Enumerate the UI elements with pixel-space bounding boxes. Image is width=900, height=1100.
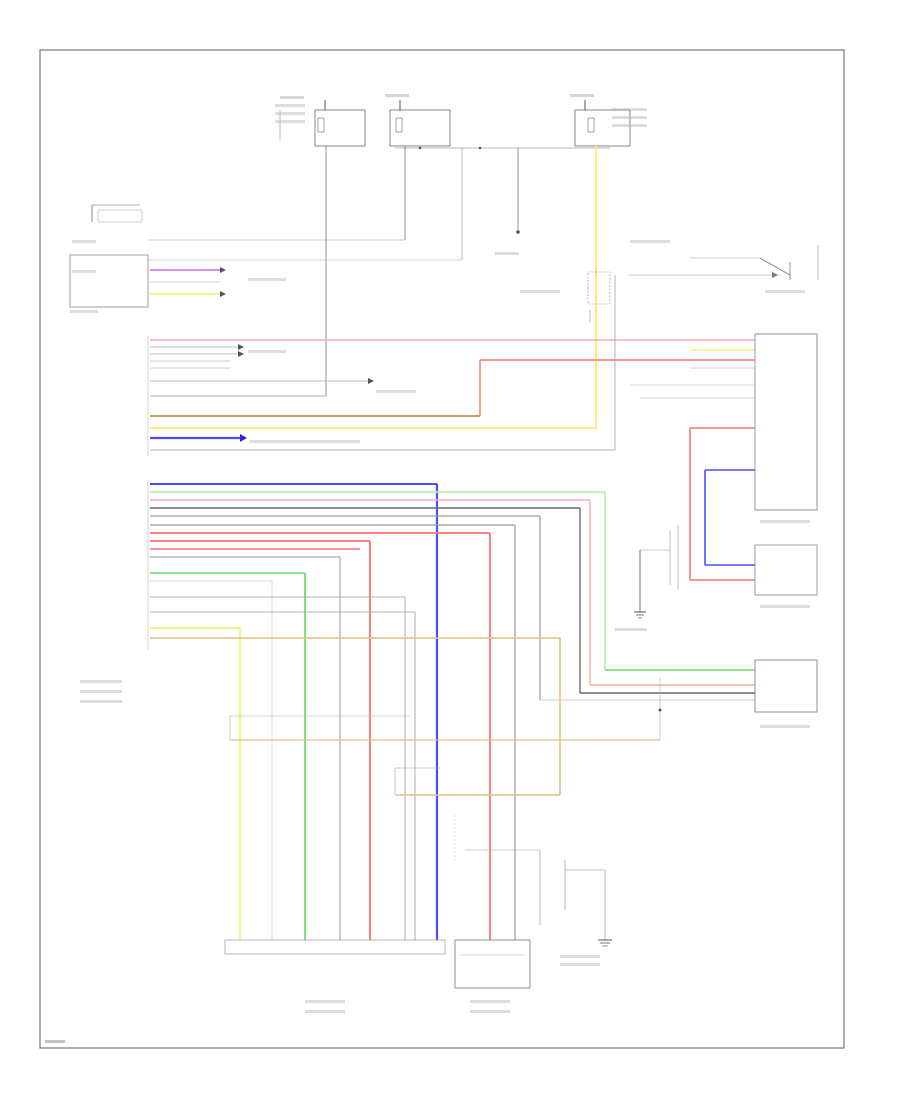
- diagram-frame: [39, 49, 845, 1049]
- relay-center-right: [587, 271, 611, 322]
- sensor-module-right-middle: [754, 544, 818, 596]
- harness-lower-group: [150, 483, 755, 940]
- connector-bottom-right: [454, 939, 531, 989]
- control-module-right-lower: [754, 659, 818, 713]
- switch-top-right: [628, 245, 819, 280]
- splice-area-center: [394, 767, 560, 860]
- ground-section-lower-right: [539, 850, 612, 947]
- illegible-labels: [45, 94, 810, 1043]
- harness-pin-marks: [147, 336, 756, 650]
- sensor-unit-top-left: [69, 204, 149, 308]
- control-module-right-upper: [754, 333, 818, 511]
- ground-section-middle: [634, 525, 679, 619]
- fuse-block-right: [574, 100, 631, 147]
- harness-upper-group: [150, 275, 755, 451]
- fuse-block-center: [389, 100, 451, 147]
- connector-bottom-left: [224, 939, 446, 955]
